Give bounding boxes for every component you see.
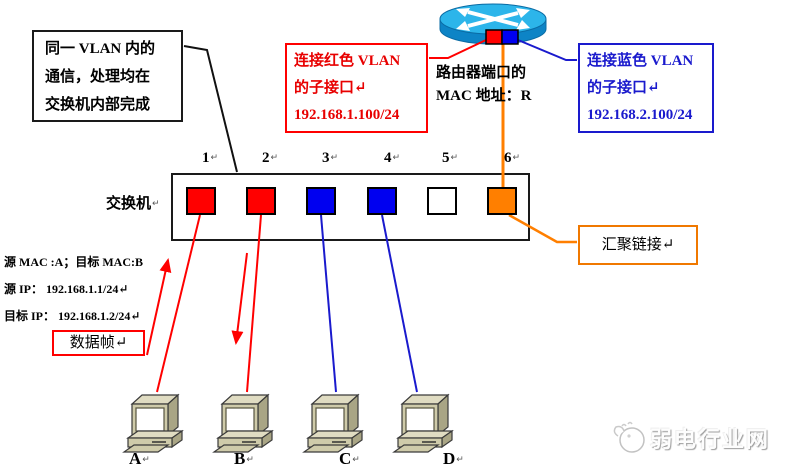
- switch-port4-blue: [367, 187, 397, 215]
- return-mark: ↵: [450, 153, 459, 163]
- blue-vlan-note-line1: 连接蓝色 VLAN: [587, 53, 694, 69]
- red-vlan-note-line2: 的子接口↵: [294, 80, 367, 96]
- pc-a-label-text: A: [129, 449, 142, 468]
- switch-label: 交换机↵: [106, 192, 160, 213]
- port2-number-text: 2: [262, 150, 270, 166]
- port1-number: 1↵: [202, 150, 218, 167]
- data-frame-label: 数据帧↵: [69, 335, 128, 351]
- switch-port6-trunk: [487, 187, 517, 215]
- return-mark: ↵: [330, 153, 339, 163]
- pc-a-label: A↵: [129, 449, 150, 469]
- router-mac-line1: 路由器端口的: [436, 65, 527, 81]
- port1-number-text: 1: [202, 150, 210, 166]
- switch-body: [171, 173, 530, 241]
- switch-label-text: 交换机: [106, 196, 152, 212]
- watermark-logo-icon: [613, 421, 645, 453]
- red-vlan-note-line1: 连接红色 VLAN: [294, 53, 401, 69]
- switch-port2-red: [246, 187, 276, 215]
- pc-b-label-text: B: [234, 449, 246, 468]
- port1-to-pc-a-line: [156, 214, 201, 393]
- return-mark: ↵: [512, 153, 521, 163]
- same-vlan-note-line3: 交换机内部完成: [45, 97, 151, 113]
- data-frame-note: 数据帧↵: [52, 330, 145, 356]
- red-vlan-note-ip: 192.168.1.100/24: [294, 107, 400, 123]
- port5-number-text: 5: [442, 150, 450, 166]
- return-mark: ↵: [152, 199, 160, 209]
- same-vlan-note-line1: 同一 VLAN 内的: [45, 41, 156, 57]
- pc-c-label: C↵: [339, 449, 360, 469]
- return-mark: ↵: [456, 455, 464, 465]
- router-mac-note: 路由器端口的 MAC 地址：R: [436, 62, 531, 108]
- same-vlan-note-line2: 通信，处理均在: [45, 69, 151, 85]
- return-mark: ↵: [392, 153, 401, 163]
- red-vlan-subinterface-note: 连接红色 VLAN 的子接口↵ 192.168.1.100/24: [285, 43, 428, 133]
- port4-number: 4↵: [384, 150, 400, 167]
- blue-vlan-subinterface-note: 连接蓝色 VLAN 的子接口↵ 192.168.2.100/24: [578, 43, 714, 133]
- pc-d-label: D↵: [443, 449, 464, 469]
- port6-number-text: 6: [504, 150, 512, 166]
- pc-a-icon: [123, 394, 183, 453]
- frame-src-dst-mac: 源 MAC :A；目标 MAC:B: [4, 255, 143, 269]
- switch-port5-unused: [427, 187, 457, 215]
- router-cross-arrows: [467, 10, 519, 28]
- frame-src-ip: 源 IP： 192.168.1.1/24↵: [4, 282, 129, 296]
- port4-to-pc-d-line: [381, 214, 418, 393]
- pc-d-label-text: D: [443, 449, 456, 468]
- return-mark: ↵: [210, 153, 219, 163]
- port2-number: 2↵: [262, 150, 278, 167]
- port3-number-text: 3: [322, 150, 330, 166]
- port2-to-pc-b-line: [246, 214, 262, 393]
- pc-b-icon: [213, 394, 273, 453]
- watermark: 弱电行业网: [608, 418, 770, 458]
- pc-c-label-text: C: [339, 449, 352, 468]
- port3-to-pc-c-line: [320, 214, 337, 393]
- data-frame-ingress-arrow: [146, 258, 172, 356]
- return-mark: ↵: [142, 455, 150, 465]
- switch-port1-red: [186, 187, 216, 215]
- trunk-link-note: 汇聚链接↵: [578, 225, 698, 265]
- blue-vlan-note-ip: 192.168.2.100/24: [587, 107, 693, 123]
- pc-d-icon: [393, 394, 453, 453]
- return-mark: ↵: [352, 455, 360, 465]
- router-icon: [439, 3, 547, 45]
- port5-number: 5↵: [442, 150, 458, 167]
- same-vlan-note: 同一 VLAN 内的 通信，处理均在 交换机内部完成: [32, 30, 183, 122]
- port6-number: 6↵: [504, 150, 520, 167]
- router-mac-line2: MAC 地址：R: [436, 88, 532, 104]
- port3-number: 3↵: [322, 150, 338, 167]
- blue-vlan-note-line2: 的子接口↵: [587, 80, 660, 96]
- return-mark: ↵: [270, 153, 279, 163]
- data-frame-egress-arrow: [231, 252, 248, 345]
- pc-b-label: B↵: [234, 449, 254, 469]
- port4-number-text: 4: [384, 150, 392, 166]
- router-arrowheads: [456, 8, 530, 31]
- return-mark: ↵: [246, 455, 254, 465]
- trunk-link-label: 汇聚链接↵: [601, 237, 675, 253]
- watermark-text: 弱电行业网: [650, 427, 771, 452]
- pc-c-icon: [303, 394, 363, 453]
- switch-port3-blue: [306, 187, 336, 215]
- frame-dst-ip: 目标 IP： 192.168.1.2/24↵: [4, 309, 141, 323]
